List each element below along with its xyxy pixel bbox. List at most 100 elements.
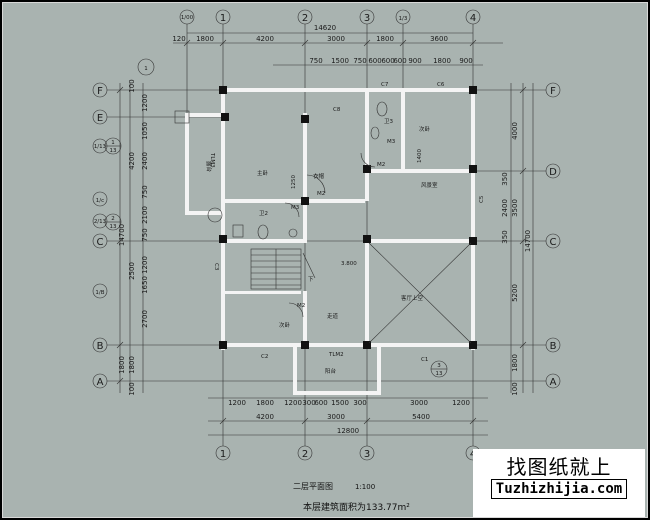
dim-label: 1800 [128,356,136,374]
void-crossing [368,242,472,344]
tag-dim: 1400 [417,149,423,163]
watermark-text: 找图纸就上 [506,455,612,479]
dim-label: 1800 [376,35,394,43]
walls [185,88,477,395]
dimension-labels-bottom: 1200 1800 1200 300 600 1500 300 3000 120… [228,399,470,435]
room-bathroom2: 卫3 [384,118,394,125]
dimension-ticks [116,39,527,425]
callout-number: 1 [144,66,148,72]
dim-label: 1800 [433,57,451,65]
dim-label: 5400 [412,413,430,421]
dim-label: 1800 [511,354,519,372]
bathroom-fixtures [174,101,388,240]
wall-int-1 [303,113,307,243]
tag-tlm2: TLM2 [328,352,344,358]
dim-label: 350 [501,230,509,243]
tag-c7: C7 [381,82,389,88]
dimension-lines [119,32,534,436]
element-tags: C1 C2 C3 C5 C6 C7 C8 M2 M2 M2 M3 M3 TLM2… [209,82,485,363]
tag-m2: M2 [377,162,385,168]
tag-c8: C8 [333,107,341,113]
dim-label: 600 [314,399,327,407]
dim-label: 1800 [256,399,274,407]
axis-grid-lines [107,24,546,446]
watermark-url: Tuzhizhijia.com [490,479,628,499]
tag-m2: M2 [317,191,325,197]
room-void: 客厅上空 [401,294,424,302]
dimension-labels-right: 4000 350 2400 350 5200 1800 100 3500 147… [501,122,532,396]
wall-balcony-left [185,113,189,213]
door-swings [284,152,376,318]
dim-label: 1200 [228,399,246,407]
dim-label: 600 [393,57,406,65]
wall-int-4 [365,169,473,173]
dimension-labels-left: 1200 1050 2400 750 2100 750 1200 1650 27… [118,79,149,395]
dim-label: 750 [309,57,322,65]
room-bedroom-sw: 次卧 [279,321,291,329]
wall-int-7 [365,239,473,243]
dim-label: 100 [128,79,136,92]
dim-label: 750 [141,228,149,241]
wall-int-5 [401,91,405,171]
tag-c2: C2 [261,354,268,360]
dim-label: 3500 [511,199,519,217]
wall-west [221,88,225,350]
wall-bal-right [377,347,381,395]
dim-label: 1050 [141,122,149,140]
axis-bottom-label: 1 [220,449,226,460]
axis-left-label: F [97,86,103,97]
dim-label: 900 [408,57,421,65]
room-balcony-left: 露台 [205,161,213,173]
axis-bubbles-right: F D C B A [545,82,561,389]
drawing-title: 二层平面图 [293,482,333,491]
dim-label: 1800 [118,356,126,374]
axis-right-label: C [550,237,557,248]
room-balcony-bottom: 阳台 [325,367,337,375]
section-callouts: 1 1 13 2 13 3 13 [104,58,448,378]
axis-bubbles-bottom: 1 2 3 4 [215,445,481,461]
callout-number: 2 [111,216,115,222]
dim-overall-left: 14700 [118,224,126,246]
wall-int-6 [225,239,307,243]
stairs [250,248,316,290]
dim-label: 4200 [256,413,274,421]
dim-label: 600 [381,57,394,65]
dim-label: 3600 [430,35,448,43]
tag-m3: M3 [291,205,300,211]
axis-left-label: 1/13 [94,144,107,150]
wall-int-3 [365,91,369,201]
dim-label: 4200 [256,35,274,43]
dim-label: 4200 [128,152,136,170]
axis-bottom-label: 2 [302,449,308,460]
callout-sheet: 13 [110,148,117,154]
dim-label: 120 [172,35,185,43]
tag-c5: C5 [479,195,485,203]
axis-left-label: C [97,237,104,248]
dim-label: 750 [141,185,149,198]
dim-label: 1200 [141,256,149,274]
room-master-bedroom: 主卧 [257,169,269,177]
dim-label: 2500 [128,262,136,280]
dim-overall-right: 14700 [524,230,532,252]
axis-top-label: 1/3 [399,16,408,22]
callout-sheet: 13 [436,371,443,377]
dim-label: 900 [459,57,472,65]
wall-east [471,88,475,350]
callout-number: 3 [437,363,441,369]
room-closet: 衣帽 [313,172,325,180]
wall-int-2 [225,199,365,203]
room-study: 风景室 [421,181,438,189]
axis-right-label: B [550,341,557,352]
dim-label: 1800 [196,35,214,43]
dim-label: 1200 [284,399,302,407]
dimension-labels-top: 14620 120 1800 4200 3000 1800 3600 750 1… [172,24,472,65]
tag-m3: M3 [387,139,396,145]
dim-label: 1200 [452,399,470,407]
axis-top-label: 2 [302,13,308,24]
axis-left-label: B [97,341,104,352]
dim-label: 1200 [141,94,149,112]
dim-label: 2400 [141,152,149,170]
tag-c6: C6 [437,82,445,88]
axis-top-label: 4 [470,13,476,24]
